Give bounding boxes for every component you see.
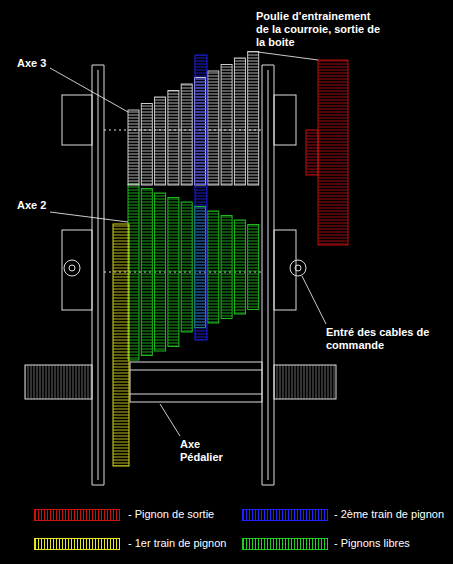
gear <box>141 104 152 186</box>
legend-text: - 1er train de pignon <box>128 537 226 550</box>
gear <box>168 91 179 186</box>
gear <box>208 211 219 323</box>
gear <box>155 193 166 351</box>
part-label: Poulie d'entrainement de la courroie, so… <box>256 10 386 49</box>
gear <box>128 184 139 360</box>
legend-swatch <box>34 538 120 550</box>
gear <box>221 65 232 186</box>
gear <box>181 84 192 185</box>
axis-label: Entré des cables de commande <box>326 326 444 352</box>
legend-text: - Pignons libres <box>334 537 410 550</box>
gear <box>234 58 245 185</box>
legend-text: - 2ème train de pignon <box>334 508 444 521</box>
legend-swatch <box>242 509 328 521</box>
legend-swatch <box>242 538 328 550</box>
axis-label: Axe 3 <box>17 57 77 70</box>
gear <box>168 198 179 347</box>
legend-swatch <box>34 509 120 521</box>
legend-text: - Pignon de sortie <box>128 508 214 521</box>
gear <box>221 216 232 319</box>
gear <box>195 55 207 340</box>
gear <box>208 71 219 185</box>
gear <box>155 97 166 185</box>
gear <box>248 52 259 186</box>
gear <box>181 202 192 332</box>
gear <box>234 220 245 314</box>
gear <box>248 225 259 310</box>
axis-label: Axe Pédalier <box>180 438 240 464</box>
gear <box>318 60 348 245</box>
gear <box>306 130 318 175</box>
axis-label: Axe 2 <box>17 199 77 212</box>
gear <box>113 224 129 466</box>
gear <box>141 189 152 356</box>
gear <box>128 110 139 185</box>
